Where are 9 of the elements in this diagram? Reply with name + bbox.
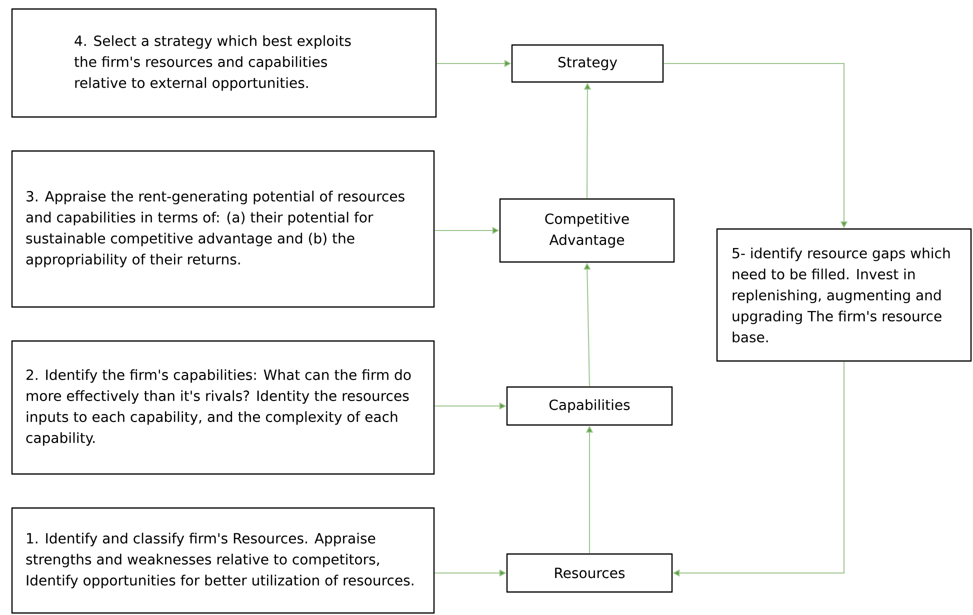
stage-box: Strategy: [511, 44, 664, 83]
step-box: 1. Identify and classify firm's Resources. Appraise strengths and weaknesses relative to competitors, Identify opportunities for better utilization of resources.: [11, 507, 435, 614]
stage-box: Resources: [506, 553, 673, 593]
stage-box: Capabilities: [506, 386, 673, 426]
step-box: 3. Appraise the rent-generating potential of resources and capabilities in terms of: (a) their potential for sustainable competitive advantage and (b) the appropriability of their returns.: [11, 150, 435, 308]
stage-box: Competitive Advantage: [499, 198, 675, 263]
step-box: 2. Identify the firm's capabilities: What can the firm do more effectively than it's rivals? Identity the resources inputs to each capability, and the complexity of each capability.: [11, 340, 435, 475]
step-box: 5- identify resource gaps which need to be filled. Invest in replenishing, augmenting and upgrading The firm's resource base.: [716, 228, 972, 362]
step-box: 4. Select a strategy which best exploits the firm's resources and capabilities relative to external opportunities.: [11, 8, 437, 118]
